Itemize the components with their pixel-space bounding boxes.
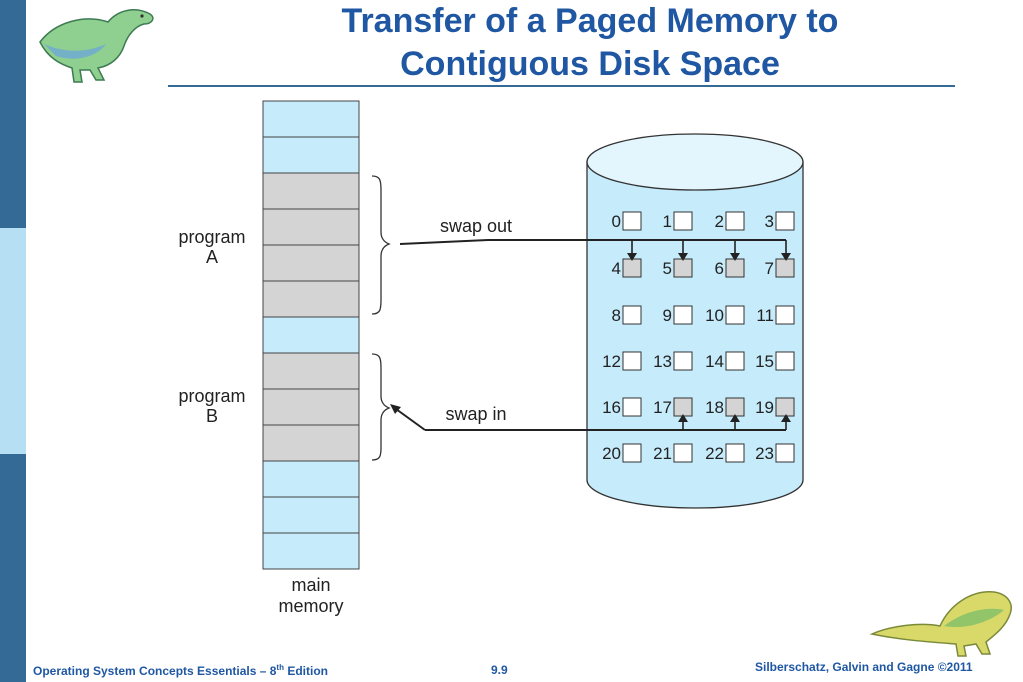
- disk-block-number: 19: [755, 398, 774, 417]
- memory-frame: [262, 424, 360, 462]
- program-b-label-line1: program: [178, 386, 245, 406]
- disk-block: [673, 443, 693, 463]
- disk-block-number: 10: [705, 306, 724, 325]
- disk-block-number: 15: [755, 352, 774, 371]
- disk-block-number: 5: [663, 259, 672, 278]
- memory-frame: [262, 316, 360, 354]
- slide-title-line1: Transfer of a Paged Memory to: [341, 2, 839, 40]
- disk-block: [673, 305, 693, 325]
- disk-block-number: 20: [602, 444, 621, 463]
- program-a-label-line2: A: [206, 247, 218, 267]
- sidebar-segment-top: [0, 0, 26, 228]
- swap-out-arrows: [399, 239, 791, 261]
- disk-block-number: 17: [653, 398, 672, 417]
- disk-block-number: 11: [756, 306, 774, 325]
- disk-block-number: 7: [765, 259, 774, 278]
- title-divider: [168, 85, 955, 87]
- disk-block: [775, 211, 795, 231]
- memory-frame: [262, 460, 360, 498]
- disk-block: [673, 397, 693, 417]
- footer-book-title: Operating System Concepts Essentials – 8…: [33, 663, 328, 678]
- disk-block: [725, 351, 745, 371]
- sidebar-segment-bottom: [0, 454, 26, 682]
- disk-block-number: 22: [705, 444, 724, 463]
- disk-block: [622, 258, 642, 278]
- disk-block: [622, 211, 642, 231]
- disk-block-number: 21: [653, 444, 672, 463]
- disk-block: [775, 443, 795, 463]
- disk-block: [725, 443, 745, 463]
- disk-block: [622, 351, 642, 371]
- disk-block: [775, 305, 795, 325]
- program-a-label-line1: program: [178, 227, 245, 247]
- footer-copyright: Silberschatz, Galvin and Gagne ©2011: [755, 660, 973, 674]
- memory-frame: [262, 208, 360, 246]
- dinosaur-logo-bottom-icon: [869, 591, 1012, 657]
- disk-block-number: 6: [715, 259, 724, 278]
- disk-block: [775, 397, 795, 417]
- disk-block: [622, 443, 642, 463]
- program-b-label-line2: B: [206, 406, 218, 426]
- main-memory-column: [262, 100, 360, 570]
- program-b-brace: [371, 353, 391, 461]
- memory-frame: [262, 280, 360, 318]
- disk-block-number: 3: [765, 212, 774, 231]
- disk-block-number: 18: [705, 398, 724, 417]
- disk-block-number: 1: [663, 212, 672, 231]
- memory-label-line2: memory: [278, 596, 343, 616]
- sidebar-stripe: [0, 0, 26, 682]
- disk-block-number: 23: [755, 444, 774, 463]
- memory-frame: [262, 136, 360, 174]
- disk-block: [673, 211, 693, 231]
- disk-block: [622, 397, 642, 417]
- memory-frame: [262, 532, 360, 570]
- disk-block-number: 13: [653, 352, 672, 371]
- disk-block-number: 14: [705, 352, 724, 371]
- disk-block: [725, 211, 745, 231]
- disk-block: [673, 351, 693, 371]
- memory-frame: [262, 100, 360, 138]
- swap-in-label: swap in: [445, 404, 506, 424]
- disk-block-number: 8: [612, 306, 621, 325]
- footer-book-title-end: Edition: [283, 664, 328, 678]
- disk-block: [622, 305, 642, 325]
- disk-block: [775, 258, 795, 278]
- disk-cylinder: [586, 133, 804, 509]
- disk-block-number: 9: [663, 306, 672, 325]
- swap-in-arrows: [390, 404, 791, 431]
- disk-block-number: 2: [715, 212, 724, 231]
- memory-label-line1: main: [291, 575, 330, 595]
- program-a-brace: [371, 175, 391, 315]
- slide-title-line2: Contiguous Disk Space: [400, 45, 780, 83]
- disk-block-number: 4: [612, 259, 621, 278]
- memory-frame: [262, 496, 360, 534]
- sidebar-segment-middle: [0, 228, 26, 454]
- memory-frame: [262, 172, 360, 210]
- memory-frame: [262, 244, 360, 282]
- disk-block: [725, 397, 745, 417]
- footer-book-title-main: Operating System Concepts Essentials – 8: [33, 664, 277, 678]
- disk-block-number: 12: [602, 352, 621, 371]
- slide-title: Transfer of a Paged Memory to Contiguous…: [240, 0, 940, 86]
- disk-block: [673, 258, 693, 278]
- disk-block-number: 0: [612, 212, 621, 231]
- memory-frame: [262, 388, 360, 426]
- footer-page-number: 9.9: [491, 663, 508, 677]
- memory-frame: [262, 352, 360, 390]
- disk-block: [725, 305, 745, 325]
- dinosaur-logo-icon: [39, 9, 154, 83]
- disk-block-number: 16: [602, 398, 621, 417]
- disk-block: [725, 258, 745, 278]
- disk-block: [775, 351, 795, 371]
- footer-book-title-sup: th: [276, 663, 284, 672]
- swap-out-label: swap out: [440, 216, 512, 236]
